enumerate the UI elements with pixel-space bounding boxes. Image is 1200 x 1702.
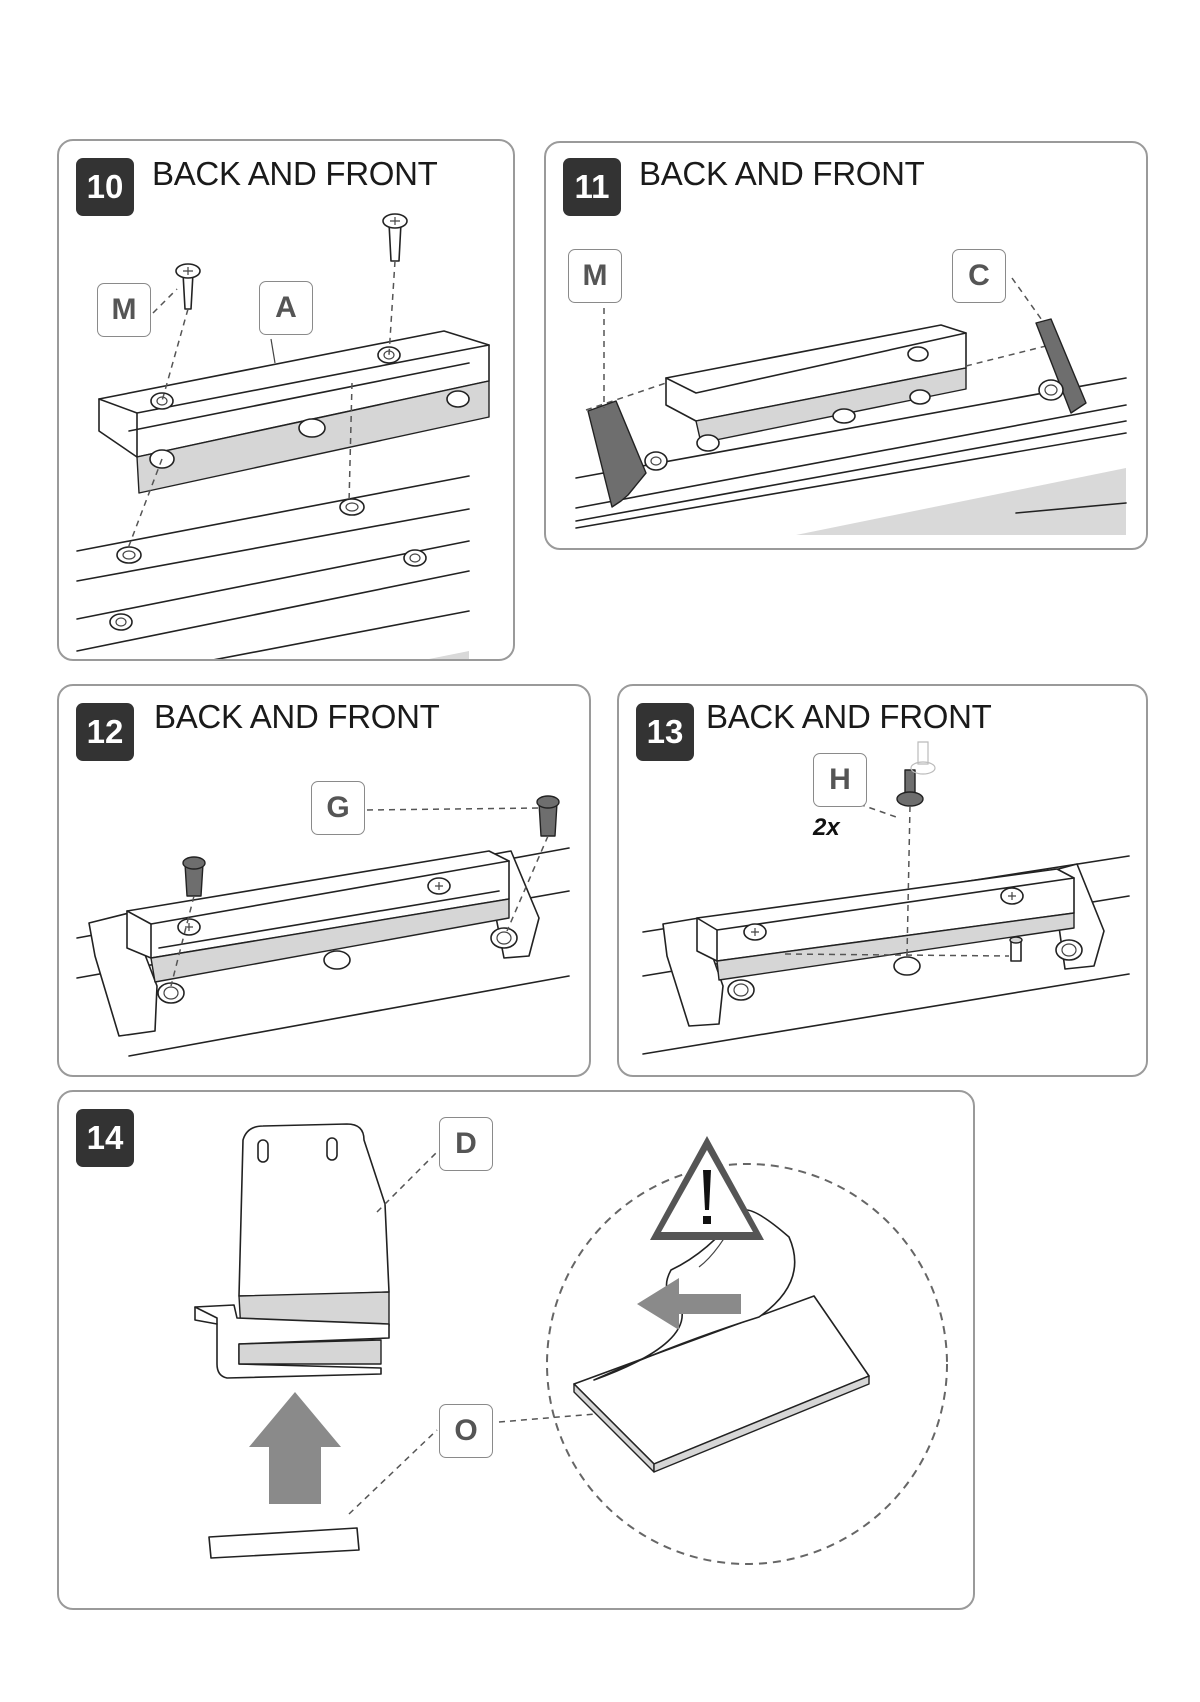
- step-13-illustration: [642, 741, 1130, 1055]
- callout-C: C: [952, 249, 1006, 303]
- step-10-title: BACK AND FRONT: [152, 155, 438, 192]
- step-12-title: BACK AND FRONT: [154, 698, 440, 735]
- step-12-panel: 12 BACK AND FRONT G: [57, 684, 591, 1077]
- step-11-panel: 11 BACK AND FRONT M C: [544, 141, 1148, 550]
- quantity-label: 2x: [813, 814, 840, 841]
- step-12-illustration: [76, 795, 570, 1057]
- callout-D: D: [439, 1117, 493, 1171]
- step-10-illustration: [76, 213, 490, 659]
- arrow-up-icon: [249, 1392, 341, 1504]
- step-14-number: 14: [76, 1109, 134, 1167]
- callout-H: H: [813, 753, 867, 807]
- step-14-illustration: [194, 1123, 948, 1565]
- callout-O: O: [439, 1404, 493, 1458]
- step-10-number: 10: [76, 158, 134, 216]
- step-10-panel: 10 BACK AND FRONT M A: [57, 139, 515, 661]
- step-14-panel: 14 D O: [57, 1090, 975, 1610]
- step-11-number: 11: [563, 158, 621, 216]
- arrow-left-icon: [637, 1278, 741, 1330]
- step-12-number: 12: [76, 703, 134, 761]
- warning-triangle-icon: [650, 1136, 764, 1240]
- step-13-number: 13: [636, 703, 694, 761]
- callout-A: A: [259, 281, 313, 335]
- step-11-illustration: [575, 277, 1127, 535]
- step-11-title: BACK AND FRONT: [639, 155, 925, 192]
- callout-G: G: [311, 781, 365, 835]
- callout-M: M: [97, 283, 151, 337]
- callout-M: M: [568, 249, 622, 303]
- step-13-title: BACK AND FRONT: [706, 698, 992, 735]
- step-13-panel: 13 BACK AND FRONT H 2x: [617, 684, 1148, 1077]
